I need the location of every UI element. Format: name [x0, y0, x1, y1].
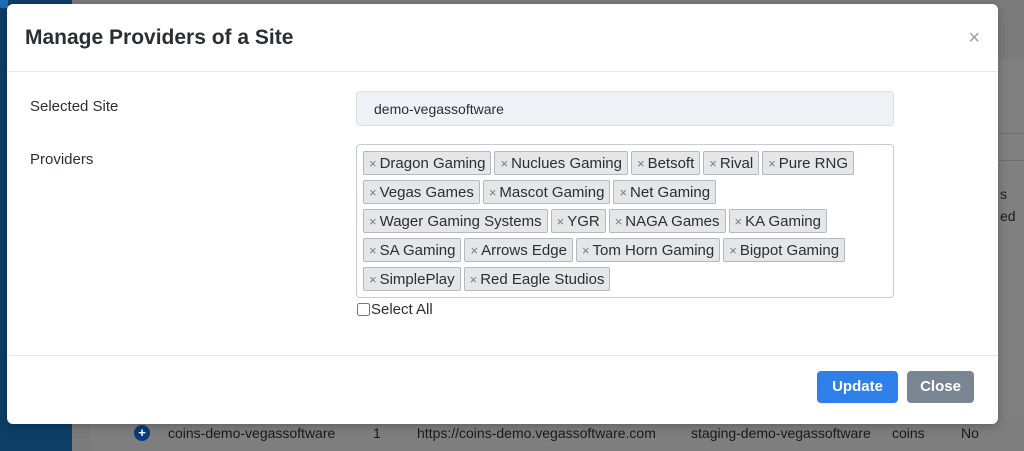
provider-tag: ×Betsoft — [630, 151, 701, 175]
row-url: https://coins-demo.vegassoftware.com — [417, 425, 656, 441]
remove-tag-icon[interactable]: × — [581, 243, 590, 258]
manage-providers-modal: Manage Providers of a Site × Selected Si… — [7, 4, 998, 424]
provider-tag: ×Pure RNG — [762, 151, 854, 175]
remove-tag-icon[interactable]: × — [369, 272, 377, 287]
provider-tag-label: Tom Horn Gaming — [592, 242, 715, 259]
column-header-fragment: s — [1000, 186, 1007, 202]
remove-tag-icon[interactable]: × — [556, 214, 565, 229]
provider-tag-label: Red Eagle Studios — [480, 271, 605, 288]
row-flag: No — [961, 425, 979, 441]
provider-tag-label: Nuclues Gaming — [511, 155, 622, 172]
provider-tag-label: Pure RNG — [778, 155, 848, 172]
select-all-label: Select All — [371, 301, 433, 318]
remove-tag-icon[interactable]: × — [369, 243, 377, 258]
update-button[interactable]: Update — [817, 371, 898, 403]
close-icon[interactable]: × — [968, 27, 980, 49]
modal-header: Manage Providers of a Site × — [7, 4, 998, 72]
remove-tag-icon[interactable]: × — [500, 156, 509, 171]
remove-tag-icon[interactable]: × — [369, 185, 377, 200]
remove-tag-icon[interactable]: × — [488, 185, 497, 200]
remove-tag-icon[interactable]: × — [619, 185, 628, 200]
remove-tag-icon[interactable]: × — [470, 243, 479, 258]
provider-tag-label: YGR — [567, 213, 600, 230]
remove-tag-icon[interactable]: × — [768, 156, 776, 171]
remove-tag-icon[interactable]: × — [709, 156, 717, 171]
selected-site-field[interactable]: demo-vegassoftware — [356, 91, 894, 126]
sidebar-accent — [0, 0, 8, 8]
provider-tag: ×Nuclues Gaming — [494, 151, 628, 175]
row-currency: coins — [892, 425, 925, 441]
providers-label: Providers — [30, 151, 94, 168]
remove-tag-icon[interactable]: × — [636, 156, 645, 171]
close-button[interactable]: Close — [907, 371, 974, 403]
select-all-checkbox[interactable]: Select All — [357, 301, 433, 318]
provider-tag-row: ×SimplePlay×Red Eagle Studios — [363, 265, 890, 294]
table-divider — [998, 133, 1024, 134]
remove-tag-icon[interactable]: × — [614, 214, 623, 229]
provider-tag: ×SimplePlay — [363, 267, 461, 291]
remove-tag-icon[interactable]: × — [369, 156, 377, 171]
provider-tag: ×Rival — [703, 151, 760, 175]
expand-row-icon[interactable]: + — [134, 425, 150, 441]
column-header-fragment: ed — [1000, 208, 1016, 224]
providers-multiselect[interactable]: ×Dragon Gaming×Nuclues Gaming×Betsoft×Ri… — [356, 144, 894, 298]
row-site: coins-demo-vegassoftware — [168, 425, 336, 441]
provider-tag-label: Arrows Edge — [481, 242, 567, 259]
row-staging: staging-demo-vegassoftware — [691, 425, 871, 441]
provider-tag-label: KA Gaming — [745, 213, 821, 230]
remove-tag-icon[interactable]: × — [734, 214, 743, 229]
provider-tag-label: SimplePlay — [379, 271, 455, 288]
select-all-input[interactable] — [357, 303, 370, 316]
modal-title: Manage Providers of a Site — [25, 26, 294, 49]
remove-tag-icon[interactable]: × — [369, 214, 377, 229]
provider-tag: ×KA Gaming — [728, 209, 827, 233]
provider-tag-label: Net Gaming — [630, 184, 711, 201]
provider-tag: ×Tom Horn Gaming — [575, 238, 721, 262]
provider-tag-row: ×Wager Gaming Systems×YGR×NAGA Games×KA … — [363, 207, 890, 236]
provider-tag-row: ×Vegas Games×Mascot Gaming×Net Gaming — [363, 178, 890, 207]
provider-tag: ×Mascot Gaming — [482, 180, 611, 204]
provider-tag-row: ×Dragon Gaming×Nuclues Gaming×Betsoft×Ri… — [363, 149, 890, 178]
provider-tag: ×Red Eagle Studios — [463, 267, 611, 291]
provider-tag: ×Arrows Edge — [464, 238, 573, 262]
provider-tag-label: SA Gaming — [379, 242, 456, 259]
remove-tag-icon[interactable]: × — [469, 272, 478, 287]
remove-tag-icon[interactable]: × — [729, 243, 737, 258]
provider-tag: ×Net Gaming — [613, 180, 717, 204]
row-count: 1 — [373, 425, 381, 441]
table-row: + coins-demo-vegassoftware 1 https://coi… — [90, 415, 1024, 451]
table-divider — [998, 160, 1024, 161]
provider-tag-label: Rival — [719, 155, 754, 172]
provider-tag-label: Betsoft — [647, 155, 695, 172]
provider-tag: ×YGR — [550, 209, 606, 233]
provider-tag: ×NAGA Games — [608, 209, 726, 233]
provider-tag: ×Bigpot Gaming — [723, 238, 846, 262]
modal-body: Selected Site demo-vegassoftware Provide… — [7, 72, 998, 356]
provider-tag: ×Wager Gaming Systems — [363, 209, 548, 233]
provider-tag-label: Mascot Gaming — [499, 184, 605, 201]
provider-tag-label: Bigpot Gaming — [739, 242, 840, 259]
provider-tag: ×Dragon Gaming — [363, 151, 492, 175]
provider-tag: ×SA Gaming — [363, 238, 462, 262]
provider-tag-label: Dragon Gaming — [379, 155, 486, 172]
provider-tag-label: Vegas Games — [379, 184, 474, 201]
provider-tag-label: Wager Gaming Systems — [379, 213, 542, 230]
provider-tag-label: NAGA Games — [625, 213, 720, 230]
provider-tag-row: ×SA Gaming×Arrows Edge×Tom Horn Gaming×B… — [363, 236, 890, 265]
selected-site-label: Selected Site — [30, 98, 119, 115]
provider-tag: ×Vegas Games — [363, 180, 480, 204]
